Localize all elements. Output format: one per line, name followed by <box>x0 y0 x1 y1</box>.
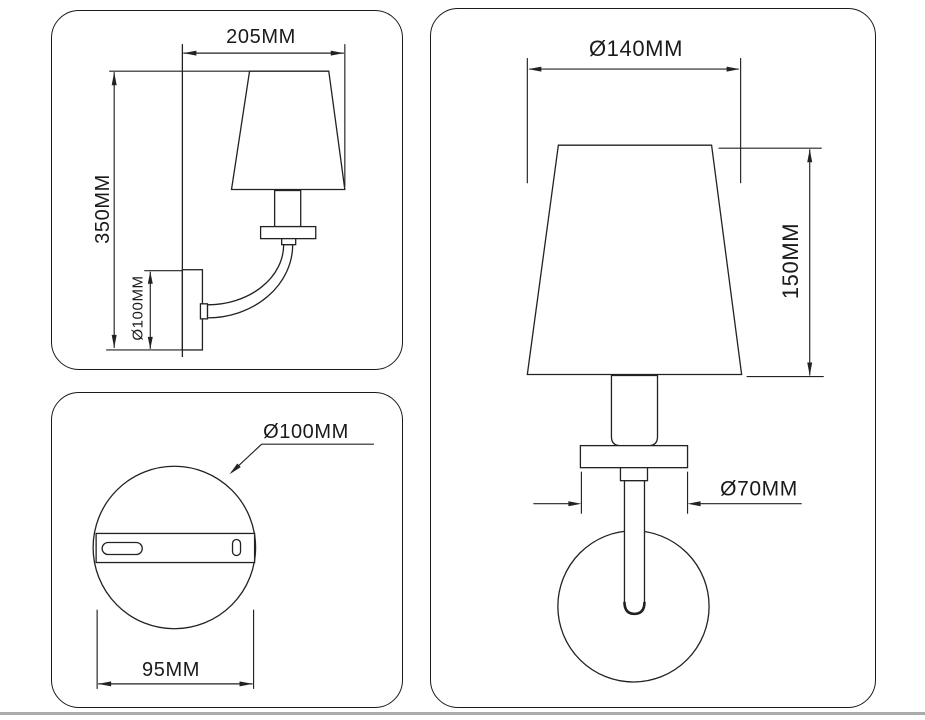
disc-connector <box>281 237 297 246</box>
arrowheads-back-view <box>98 463 253 687</box>
panel-side-view: 205MM 350MM Ø100MM <box>51 10 403 370</box>
dimension-base-70 <box>533 471 802 514</box>
lamp-side-outline <box>181 70 346 351</box>
mounting-slot-right <box>231 538 242 557</box>
dimension-width-205 <box>183 44 346 187</box>
dimension-plate-100 <box>144 270 183 349</box>
arrowheads-side-view <box>111 50 344 349</box>
thin-stem-front <box>623 480 646 615</box>
decorative-disc-front <box>579 444 689 469</box>
panel-back-view: Ø100MM 95MM <box>51 392 403 708</box>
back-view-drawing <box>92 443 374 689</box>
decorative-disc <box>259 225 317 240</box>
front-shade-height-label: 150MM <box>778 222 803 300</box>
back-mount-width-label: 95MM <box>142 659 200 681</box>
front-base-diameter-label: Ø70MM <box>720 477 798 501</box>
arrowheads-front-view <box>528 66 813 507</box>
socket-stem-front <box>610 374 659 447</box>
front-view-drawing <box>526 58 824 683</box>
dimension-height-350 <box>106 70 250 351</box>
panel-front-view: Ø140MM 150MM Ø70MM <box>430 8 876 708</box>
side-height-label: 350MM <box>92 174 114 244</box>
dimension-shade-140 <box>526 58 742 184</box>
dimension-mount-95 <box>96 609 255 689</box>
plate-connector <box>199 303 209 320</box>
disc-connector-front <box>619 467 649 482</box>
mounting-slot-left <box>101 541 143 556</box>
socket-stem <box>273 189 302 228</box>
side-view-drawing <box>106 44 346 357</box>
lamp-front-outline <box>526 144 743 683</box>
shade-outline <box>230 70 346 191</box>
dimension-shade-height-150 <box>718 147 824 378</box>
page-bottom-edge <box>0 712 925 715</box>
leader-plate-diameter <box>231 443 374 473</box>
side-plate-diameter-label: Ø100MM <box>129 275 147 341</box>
front-shade-diameter-label: Ø140MM <box>588 36 684 61</box>
shade-front-outline <box>526 144 743 376</box>
back-plate-diameter-label: Ø100MM <box>263 421 349 443</box>
stem-bottom-cap <box>623 601 646 616</box>
wall-plate-side <box>181 269 204 351</box>
arm-curve <box>206 244 294 319</box>
side-width-label: 205MM <box>226 26 296 48</box>
